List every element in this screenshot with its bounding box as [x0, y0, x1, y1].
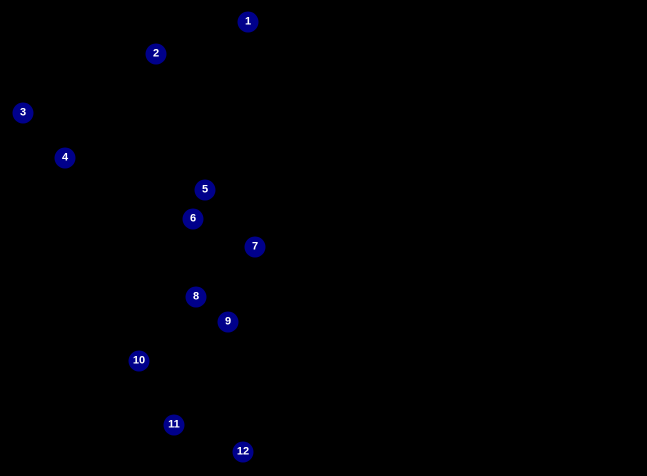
marker-7[interactable]: 7 — [244, 236, 266, 258]
marker-6[interactable]: 6 — [182, 208, 204, 230]
marker-12[interactable]: 12 — [232, 441, 254, 463]
marker-11[interactable]: 11 — [163, 414, 185, 436]
marker-3[interactable]: 3 — [12, 102, 34, 124]
marker-5[interactable]: 5 — [194, 179, 216, 201]
marker-4[interactable]: 4 — [54, 147, 76, 169]
marker-9[interactable]: 9 — [217, 311, 239, 333]
marker-1[interactable]: 1 — [237, 11, 259, 33]
marker-10[interactable]: 10 — [128, 350, 150, 372]
marker-8[interactable]: 8 — [185, 286, 207, 308]
marker-2[interactable]: 2 — [145, 43, 167, 65]
